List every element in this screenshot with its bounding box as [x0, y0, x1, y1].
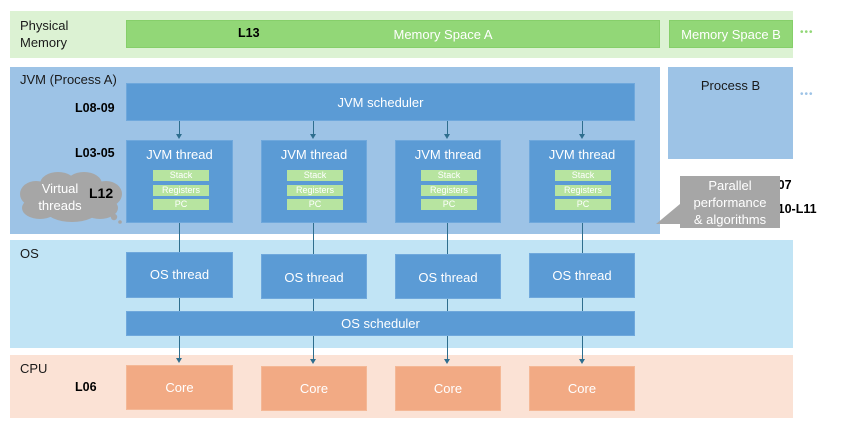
core-3[interactable]: Core: [395, 366, 501, 411]
jvm-thread-title: JVM thread: [548, 147, 616, 162]
os-thread-label: OS thread: [149, 266, 210, 282]
lecture-tag-l08-09: L08-09: [75, 101, 115, 115]
arrowhead-icon: [310, 134, 316, 139]
connector-jvm-to-os-thread-3: [447, 223, 448, 254]
callout-line1: Parallel: [708, 178, 752, 193]
connector-jvm-to-os-thread-1: [179, 223, 180, 252]
core-1[interactable]: Core: [126, 365, 233, 410]
jvm-thread-3[interactable]: JVM thread Stack Registers PC: [395, 140, 501, 223]
jvm-thread-4[interactable]: JVM thread Stack Registers PC: [529, 140, 635, 223]
virtual-threads-label-line1: Virtual: [41, 181, 79, 196]
arrowhead-icon: [579, 359, 585, 364]
arrowhead-icon: [579, 134, 585, 139]
pc-slot: PC: [555, 199, 611, 210]
connector-sched-to-core-4: [582, 336, 583, 360]
core-label: Core: [567, 381, 597, 396]
more-memory-spaces-icon: •••: [800, 27, 814, 38]
connector-sched-to-core-2: [313, 336, 314, 360]
lecture-tag-l06: L06: [75, 380, 97, 394]
memory-space-a-label: Memory Space A: [393, 26, 493, 42]
jvm-scheduler[interactable]: JVM scheduler: [126, 83, 635, 121]
memory-space-b-label: Memory Space B: [681, 26, 781, 42]
lecture-tag-l13: L13: [238, 26, 260, 40]
connector-sched-to-jvm-thread-4: [582, 121, 583, 135]
connector-jvm-to-os-thread-2: [313, 223, 314, 254]
os-thread-label: OS thread: [284, 270, 344, 285]
virtual-threads-label: Virtual threads: [28, 180, 92, 214]
arrowhead-icon: [310, 359, 316, 364]
arrowhead-icon: [176, 134, 182, 139]
os-thread-2[interactable]: OS thread: [261, 254, 367, 299]
connector-sched-to-jvm-thread-1: [179, 121, 180, 135]
core-label: Core: [433, 381, 463, 396]
pc-slot: PC: [287, 199, 343, 210]
os-thread-3[interactable]: OS thread: [395, 254, 501, 299]
lecture-tag-l12: L12: [89, 185, 114, 201]
arrowhead-icon: [176, 358, 182, 363]
virtual-threads-label-line2: threads: [38, 198, 82, 213]
parallel-performance-callout[interactable]: Parallel performance & algorithms: [680, 176, 780, 228]
arrowhead-icon: [444, 134, 450, 139]
memory-space-a[interactable]: Memory Space A: [126, 20, 660, 48]
callout-line2: performance: [693, 195, 767, 210]
os-scheduler-label: OS scheduler: [341, 316, 420, 331]
process-b-box[interactable]: [668, 67, 793, 159]
connector-os-thread-to-sched-4: [582, 298, 583, 311]
core-2[interactable]: Core: [261, 366, 367, 411]
stack-slot: Stack: [421, 170, 477, 181]
os-label: OS: [20, 246, 39, 261]
os-thread-4[interactable]: OS thread: [529, 253, 635, 298]
callout-line3: & algorithms: [693, 212, 767, 227]
virtual-threads-cloud-icon: [20, 172, 122, 224]
memory-space-b[interactable]: Memory Space B: [669, 20, 793, 48]
jvm-thread-1[interactable]: JVM thread Stack Registers PC: [126, 140, 233, 223]
jvm-thread-2[interactable]: JVM thread Stack Registers PC: [261, 140, 367, 223]
connector-jvm-to-os-thread-4: [582, 223, 583, 253]
jvm-process-a-label: JVM (Process A): [20, 72, 117, 87]
core-4[interactable]: Core: [529, 366, 635, 411]
jvm-thread-title: JVM thread: [280, 147, 348, 162]
registers-slot: Registers: [153, 185, 209, 196]
more-processes-icon: •••: [800, 89, 814, 100]
connector-os-thread-to-sched-3: [447, 299, 448, 311]
arrowhead-icon: [444, 359, 450, 364]
os-scheduler[interactable]: OS scheduler: [126, 311, 635, 336]
physical-memory-label-line2: Memory: [20, 35, 67, 50]
stack-slot: Stack: [153, 170, 209, 181]
connector-os-thread-to-sched-2: [313, 299, 314, 311]
registers-slot: Registers: [421, 185, 477, 196]
stack-slot: Stack: [287, 170, 343, 181]
jvm-thread-title: JVM thread: [414, 147, 482, 162]
os-thread-1[interactable]: OS thread: [126, 252, 233, 298]
registers-slot: Registers: [555, 185, 611, 196]
registers-slot: Registers: [287, 185, 343, 196]
connector-os-thread-to-sched-1: [179, 298, 180, 311]
connector-sched-to-core-3: [447, 336, 448, 360]
pc-slot: PC: [153, 199, 209, 210]
lecture-tag-l03-05: L03-05: [75, 146, 115, 160]
stack-slot: Stack: [555, 170, 611, 181]
os-thread-label: OS thread: [418, 270, 478, 285]
core-label: Core: [165, 380, 194, 395]
pc-slot: PC: [421, 199, 477, 210]
connector-sched-to-core-1: [179, 336, 180, 359]
jvm-thread-title: JVM thread: [146, 147, 213, 162]
callout-pointer-icon: [656, 204, 680, 224]
connector-sched-to-jvm-thread-3: [447, 121, 448, 135]
physical-memory-label-line1: Physical: [20, 18, 69, 33]
process-b-label: Process B: [700, 78, 761, 93]
core-label: Core: [299, 381, 329, 396]
jvm-scheduler-label: JVM scheduler: [337, 94, 424, 110]
cpu-label: CPU: [20, 361, 48, 376]
lecture-tag-l10-l11: L10-L11: [770, 202, 817, 216]
physical-memory-label: Physical Memory: [20, 17, 68, 51]
connector-sched-to-jvm-thread-2: [313, 121, 314, 135]
os-thread-label: OS thread: [552, 268, 612, 283]
